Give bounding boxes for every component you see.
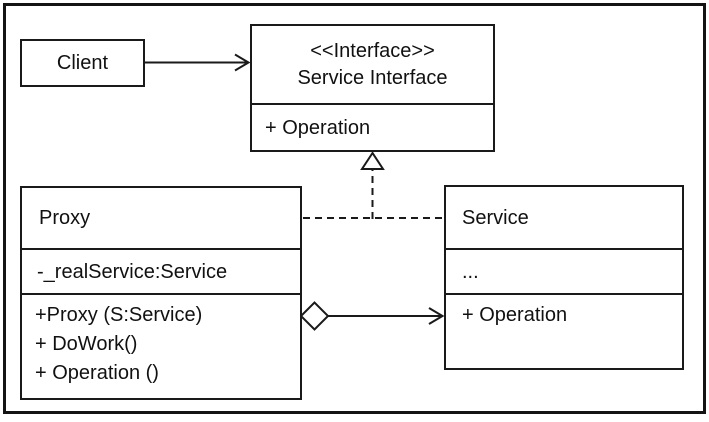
method-proxy-operation: + Operation () (35, 362, 159, 384)
method-proxy-dowork: + DoWork() (35, 333, 138, 355)
operation-service-interface: + Operation (252, 103, 493, 150)
method-service-operation: + Operation (446, 293, 682, 368)
class-title-service-interface: Service Interface (297, 67, 448, 89)
class-box-client: Client (20, 39, 145, 87)
class-box-service-interface: <<Interface>> Service Interface + Operat… (250, 24, 495, 152)
class-title-service: Service (462, 206, 529, 229)
stereotype-label: <<Interface>> (310, 40, 435, 62)
class-title-proxy: Proxy (39, 207, 91, 229)
class-title-client: Client (56, 52, 109, 74)
method-proxy-constructor: +Proxy (S:Service) (35, 304, 203, 326)
methods-proxy: +Proxy (S:Service) + DoWork() + Operatio… (22, 293, 300, 398)
class-header-service-interface: <<Interface>> Service Interface (252, 26, 493, 103)
class-box-proxy: Proxy -_realService:Service +Proxy (S:Se… (20, 186, 302, 400)
class-box-service: Service ... + Operation (444, 185, 684, 370)
attribute-proxy-realservice: -_realService:Service (22, 248, 300, 293)
attribute-service-ellipsis: ... (446, 248, 682, 293)
